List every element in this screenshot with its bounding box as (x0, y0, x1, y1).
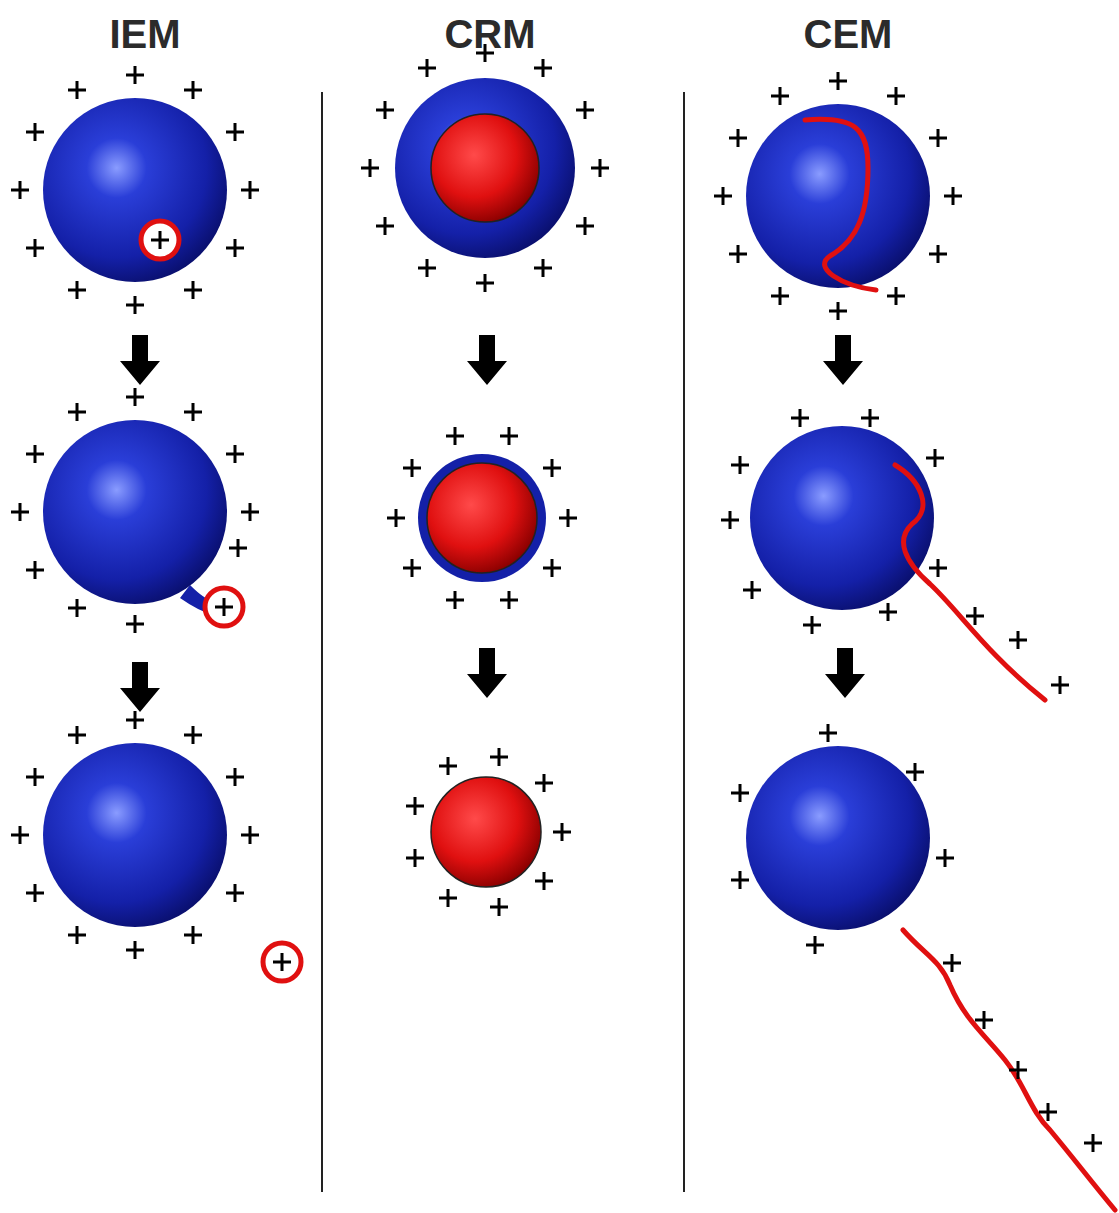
column-heading: IEM (109, 14, 180, 54)
column-heading: CRM (444, 14, 535, 54)
column-heading: CEM (804, 14, 893, 54)
